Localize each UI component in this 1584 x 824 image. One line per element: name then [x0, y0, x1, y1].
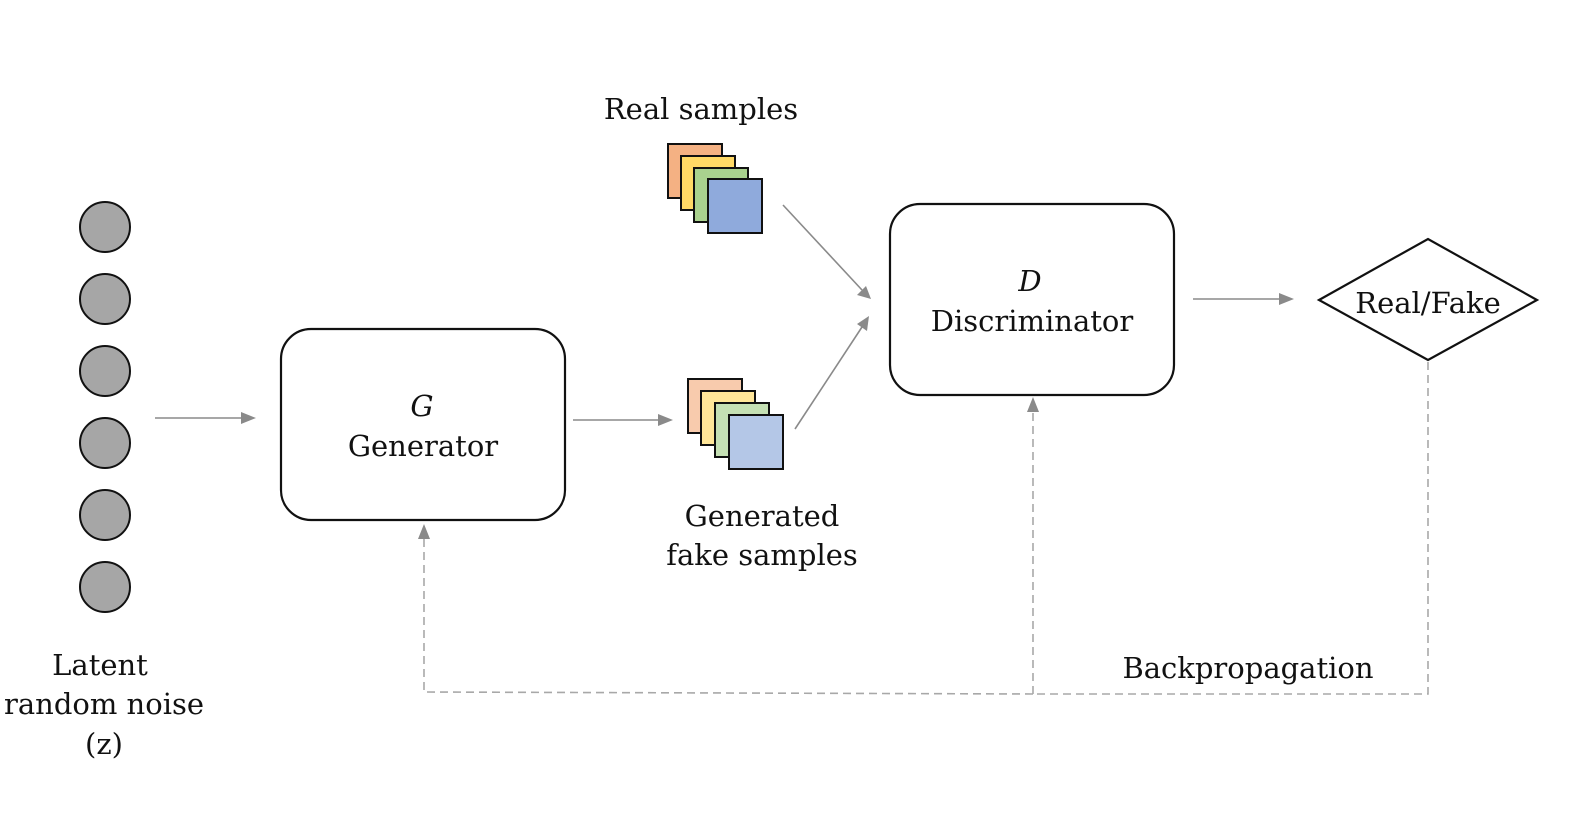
arrow-discriminator-to-decision	[1193, 293, 1294, 305]
decision-label: Real/Fake	[1355, 286, 1501, 320]
discriminator-symbol: D	[1017, 264, 1041, 298]
generator-label: Generator	[348, 429, 498, 463]
arrow-real-to-discriminator	[782, 204, 871, 299]
fake-samples-label: Generated fake samples	[666, 499, 858, 572]
real-samples-label: Real samples	[604, 92, 798, 126]
generator-box: G Generator	[279, 327, 567, 522]
noise-node	[79, 345, 131, 397]
arrow-noise-to-generator	[155, 412, 256, 424]
noise-label-line-3: (z)	[85, 727, 123, 761]
fake-samples-stack-icon	[687, 378, 784, 470]
decision-diamond: Real/Fake	[1316, 237, 1540, 362]
real-samples-stack-icon	[667, 143, 763, 234]
noise-label: Latent random noise (z)	[4, 648, 204, 761]
noise-node	[79, 417, 131, 469]
noise-node	[79, 489, 131, 541]
arrow-fake-to-discriminator	[794, 316, 869, 430]
discriminator-label: Discriminator	[931, 304, 1134, 338]
noise-label-line-2: random noise	[4, 687, 204, 721]
backpropagation-path	[418, 362, 1429, 695]
fake-samples-label-line-1: Generated	[685, 499, 840, 533]
discriminator-box: D Discriminator	[888, 202, 1176, 397]
fake-samples-label-line-2: fake samples	[666, 538, 858, 572]
noise-node	[79, 201, 131, 253]
noise-node	[79, 273, 131, 325]
latent-noise-nodes	[79, 201, 131, 613]
generator-symbol: G	[410, 389, 433, 423]
backpropagation-label: Backpropagation	[1122, 651, 1373, 685]
noise-label-line-1: Latent	[52, 648, 148, 682]
noise-node	[79, 561, 131, 613]
arrow-generator-to-fake-samples	[573, 414, 673, 426]
